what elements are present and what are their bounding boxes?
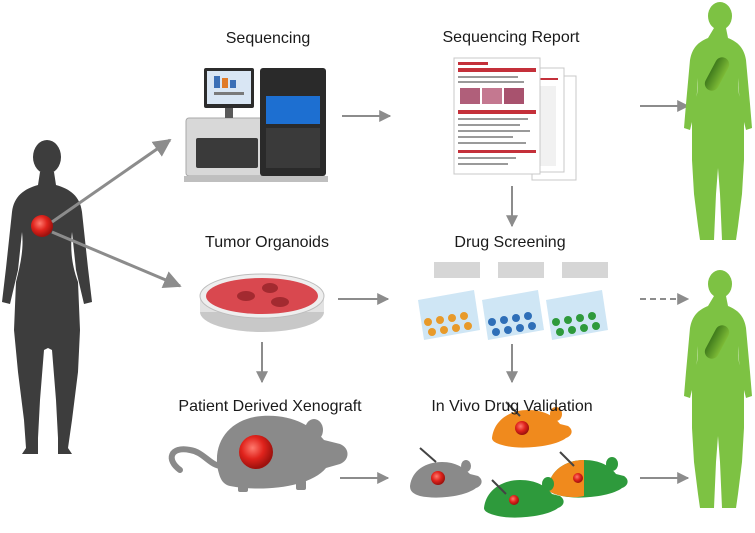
pdx-tumor <box>239 435 273 469</box>
arrow-patient-to-organoids <box>51 230 182 288</box>
pill-icon <box>704 57 730 91</box>
treated-patient-middle <box>684 270 752 508</box>
label-sequencing: Sequencing <box>225 30 311 47</box>
label-pdx: Patient Derived Xenograft <box>178 398 362 415</box>
invivo-mouse-gray <box>410 460 482 498</box>
pill-icon <box>704 325 730 359</box>
report-document <box>453 57 577 181</box>
arrow-patient-to-sequencing <box>51 138 172 224</box>
label-in-vivo: In Vivo Drug Validation <box>431 398 593 415</box>
pdx-mouse <box>168 415 348 492</box>
treated-patient-top <box>684 2 752 240</box>
label-sequencing-report: Sequencing Report <box>442 29 580 46</box>
well-plate-orange <box>418 262 480 340</box>
patient-tumor <box>31 215 53 237</box>
label-drug-screening: Drug Screening <box>454 234 566 251</box>
syringe-icons <box>419 401 575 495</box>
patient-silhouette <box>2 140 92 454</box>
sequencer-machine <box>184 68 328 182</box>
label-tumor-organoids: Tumor Organoids <box>205 234 329 251</box>
well-plate-green <box>546 262 608 340</box>
well-plates <box>418 262 608 340</box>
invivo-mouse-green-bottom <box>484 477 564 518</box>
petri-dish <box>199 273 325 332</box>
invivo-mouse-green-right <box>548 457 628 498</box>
well-plate-blue <box>482 262 544 340</box>
invivo-mouse-orange <box>492 407 572 448</box>
